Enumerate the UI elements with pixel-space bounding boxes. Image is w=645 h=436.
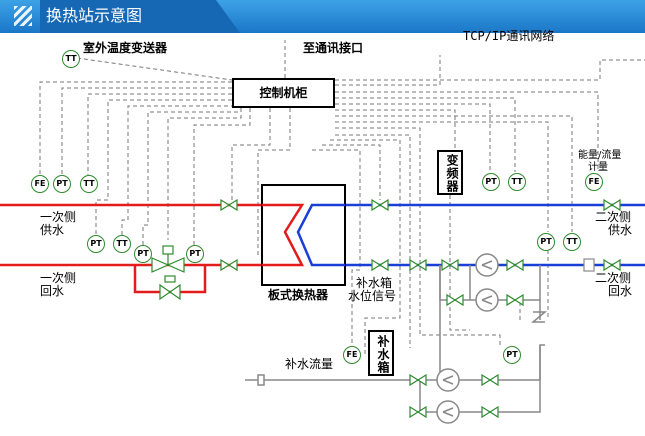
makeup-fe: FE [343, 346, 361, 364]
tank-signal-label-1: 补水箱 [356, 276, 393, 290]
exchanger-label: 板式换热器 [268, 288, 329, 302]
secondary-return-label-2: 回水 [608, 284, 633, 298]
secondary-supply-pt: PT [482, 173, 500, 191]
controller-label: 控制机柜 [259, 86, 308, 100]
makeup-pumps [436, 368, 460, 424]
primary-supply-tt: TT [80, 175, 98, 193]
makeup-tank-box: 补水箱 [368, 330, 394, 376]
primary-return-tt: TT [113, 235, 131, 253]
secondary-return-pt: PT [537, 233, 555, 251]
tank-signal-label-2: 水位信号 [348, 289, 397, 303]
primary-return-pt-1: PT [87, 235, 105, 253]
outdoor-tt-instrument: TT [62, 50, 80, 68]
makeup-pt: PT [503, 346, 521, 364]
plate-heat-exchanger [261, 184, 346, 286]
filter-icon [583, 258, 595, 272]
outdoor-sensor-label: 室外温度变送器 [83, 41, 168, 55]
network-label: TCP/IP通讯网络 [463, 29, 555, 43]
comm-port-label: 至通讯接口 [303, 41, 364, 55]
page-title: 换热站示意图 [46, 6, 143, 25]
makeup-tank-label: 补水箱 [376, 334, 390, 374]
signal-wiring [39, 40, 645, 355]
makeup-flow-label: 补水流量 [285, 357, 334, 371]
secondary-supply-label-2: 供水 [608, 223, 633, 237]
secondary-return-tt: TT [563, 233, 581, 251]
primary-return-label-1: 一次侧 [40, 271, 77, 285]
secondary-supply-tt: TT [508, 173, 526, 191]
title-bar: 换热站示意图 [0, 0, 645, 33]
circulation-pumps [439, 253, 541, 312]
primary-supply-label-2: 供水 [40, 223, 65, 237]
vfd-label: 变频器 [445, 154, 459, 193]
control-valve [151, 245, 185, 301]
primary-supply-label-1: 一次侧 [40, 210, 77, 224]
vfd-box: 变频器 [437, 150, 463, 195]
primary-return-pt-3: PT [186, 245, 204, 263]
secondary-supply-label-1: 二次侧 [595, 210, 632, 224]
primary-supply-fe: FE [31, 175, 49, 193]
secondary-return-label-1: 二次侧 [595, 271, 632, 285]
meter-label-2: 计量 [588, 162, 608, 173]
primary-supply-pt: PT [53, 175, 71, 193]
stripes-icon [14, 6, 32, 26]
controller-cabinet: 控制机柜 [232, 78, 335, 108]
primary-return-label-2: 回水 [40, 284, 65, 298]
secondary-supply-fe: FE [585, 173, 603, 191]
meter-label-1: 能量/流量 [578, 150, 622, 161]
primary-return-pt-2: PT [134, 245, 152, 263]
title-tab [40, 0, 240, 33]
